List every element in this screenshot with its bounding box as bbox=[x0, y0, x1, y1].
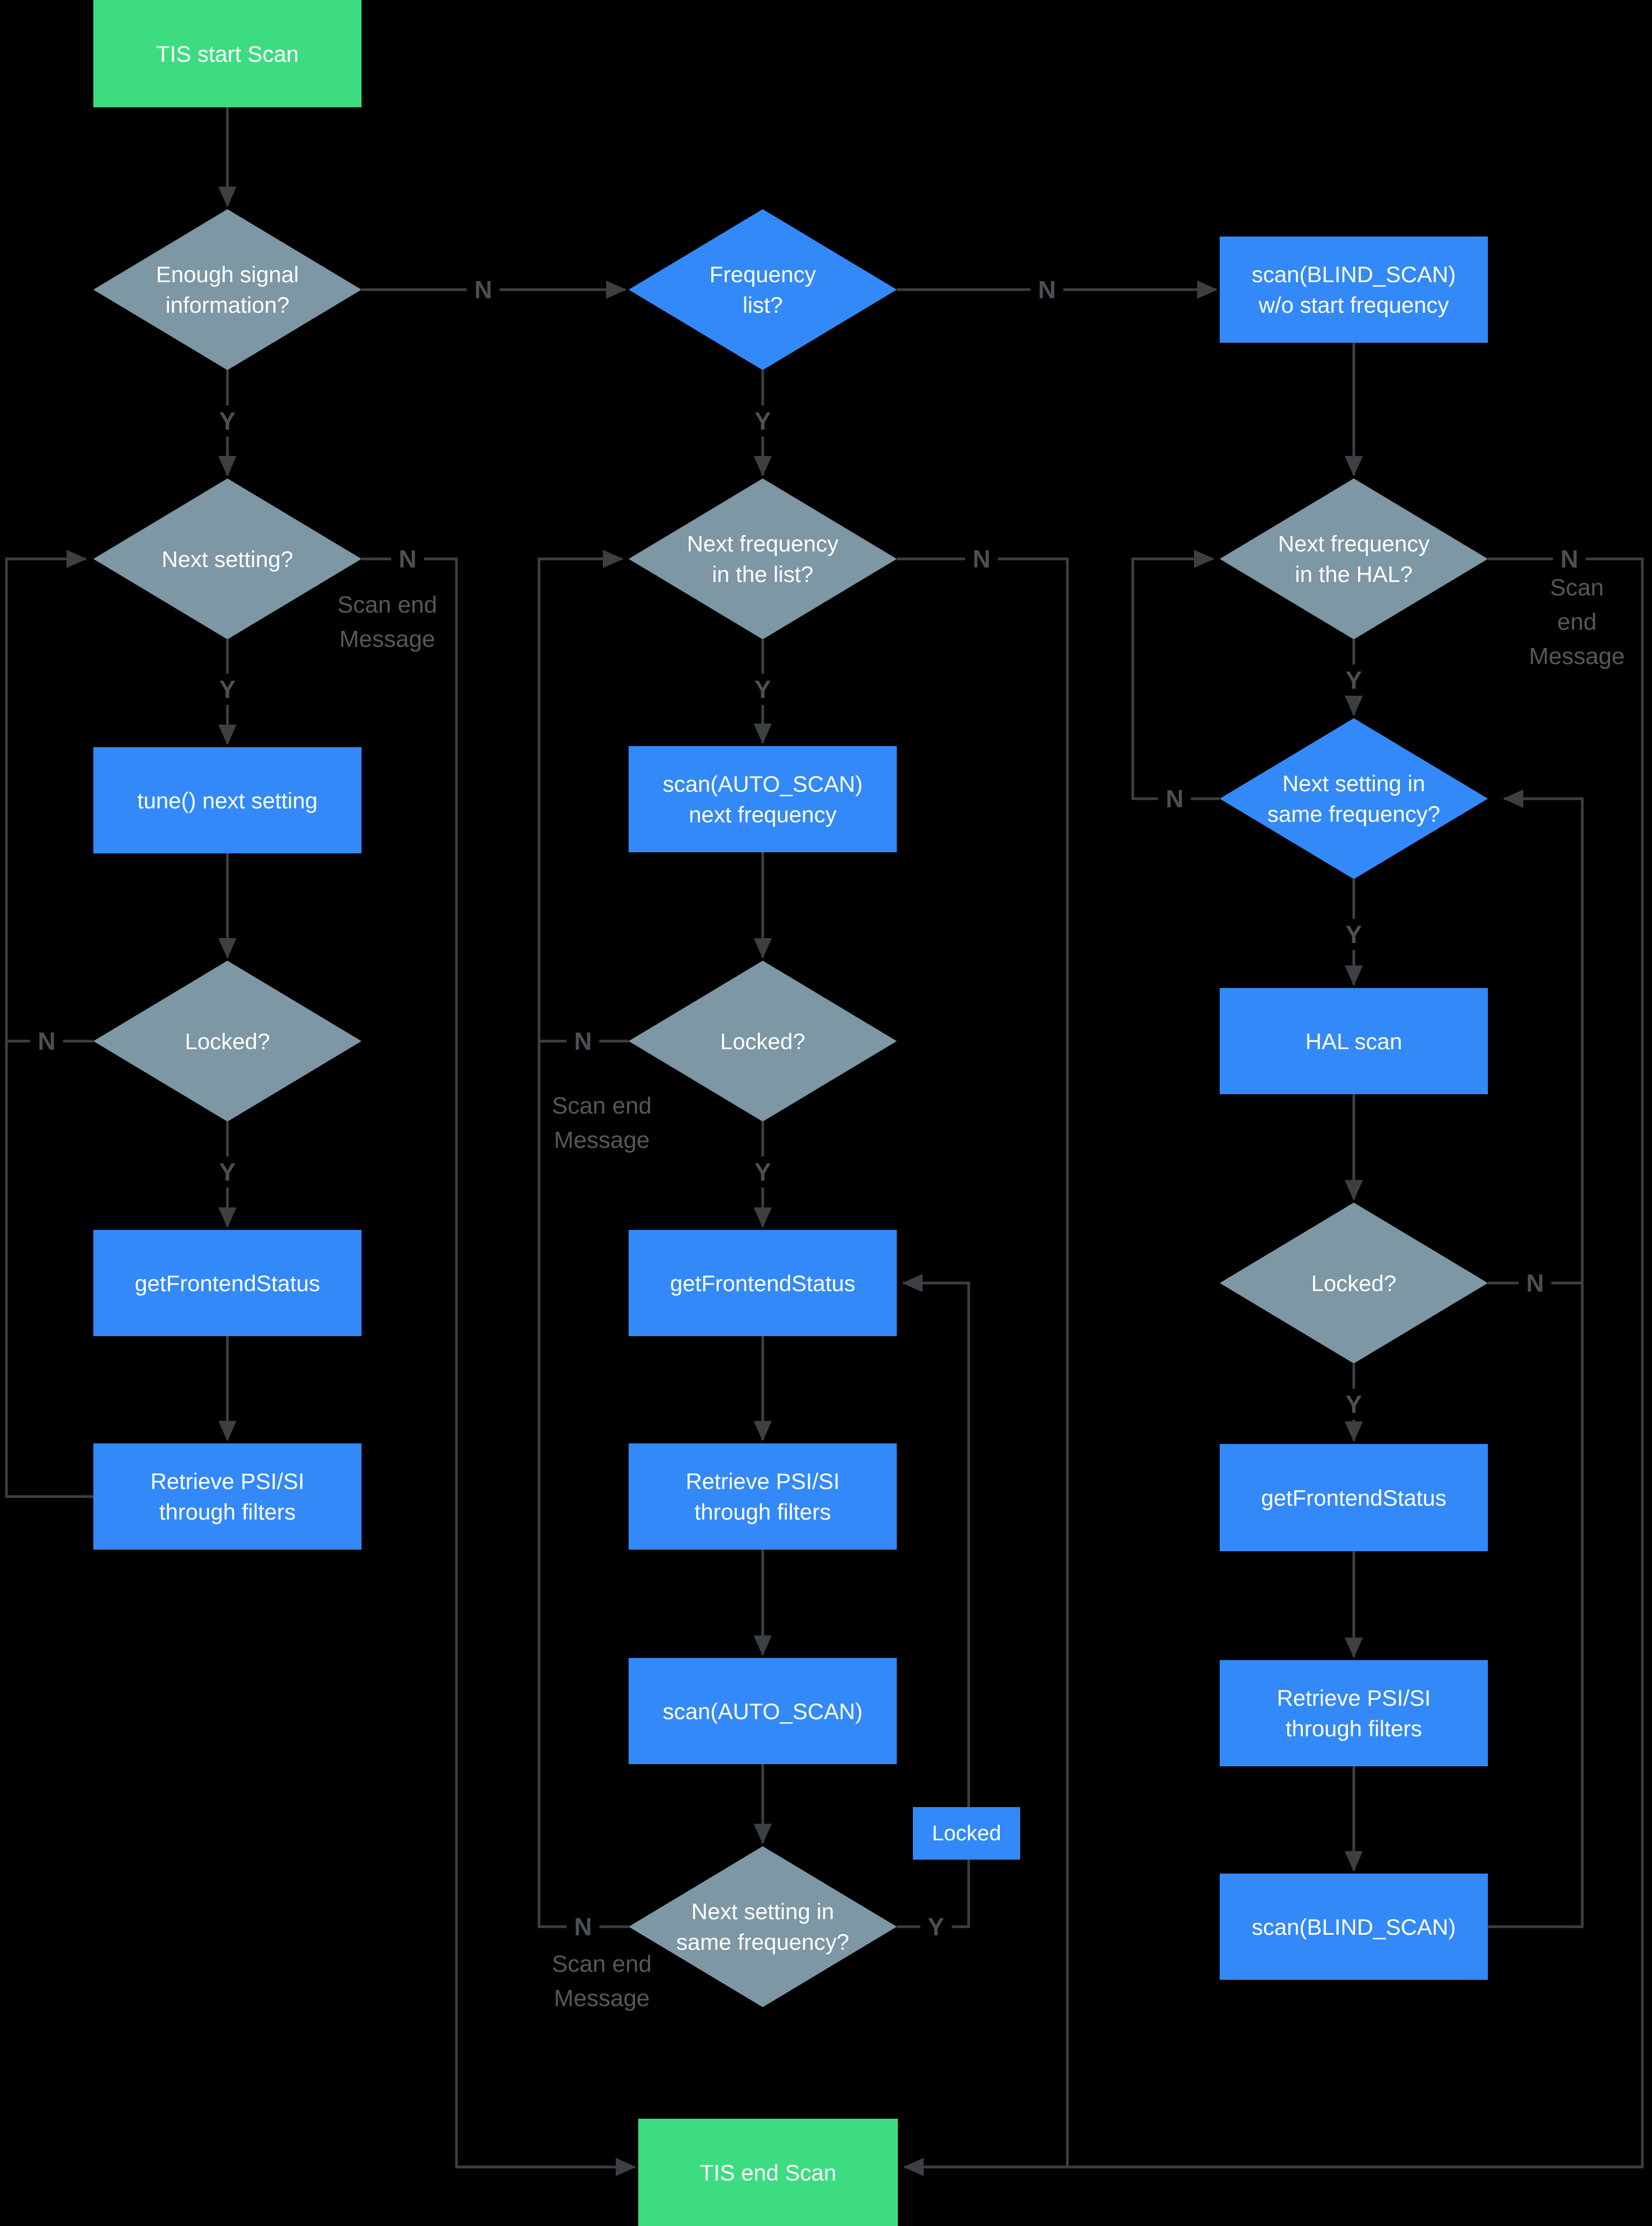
label-yes: Y bbox=[211, 406, 244, 437]
hal-scan-process: HAL scan bbox=[1220, 988, 1488, 1094]
retrieve-psi-si2-process: Retrieve PSI/SI through filters bbox=[629, 1443, 897, 1550]
label-yes: Y bbox=[747, 1156, 779, 1188]
label-no: N bbox=[467, 274, 500, 305]
edge-retrieve1-loop-to-next-setting bbox=[5, 550, 93, 1498]
retrieve-psi-si3-process: Retrieve PSI/SI through filters bbox=[1220, 1660, 1488, 1766]
label-no: N bbox=[1158, 783, 1191, 814]
blind-scan-wo-start-process: scan(BLIND_SCAN) w/o start frequency bbox=[1220, 237, 1488, 343]
get-frontend-status3-process: getFrontendStatus bbox=[1220, 1444, 1488, 1551]
get-frontend-status1-process: getFrontendStatus bbox=[93, 1230, 362, 1336]
label-no: N bbox=[1518, 1267, 1552, 1299]
scan-end-message-label: Scan end Message bbox=[1524, 571, 1629, 674]
tune-next-setting-process: tune() next setting bbox=[93, 747, 362, 853]
label-yes: Y bbox=[211, 674, 244, 705]
label-no: N bbox=[1553, 543, 1586, 574]
label-no: N bbox=[566, 1026, 600, 1057]
label-no: N bbox=[965, 543, 998, 574]
locked-tag: Locked bbox=[913, 1807, 1020, 1860]
scan-end-message-label: Scan end Message bbox=[548, 1947, 656, 2016]
label-no: N bbox=[391, 543, 424, 574]
label-yes: Y bbox=[920, 1911, 952, 1942]
label-no: N bbox=[30, 1026, 63, 1057]
scan-end-message-label: Scan end Message bbox=[333, 588, 441, 657]
label-yes: Y bbox=[747, 406, 779, 437]
edge-same-frequency3-no-loop-to-next-frequency-hal bbox=[1131, 550, 1220, 800]
edge-blind-scan-loop-to-same-frequency3 bbox=[1488, 790, 1584, 1928]
start-node: TIS start Scan bbox=[93, 0, 362, 107]
scan-auto-next-frequency-process: scan(AUTO_SCAN) next frequency bbox=[629, 746, 897, 852]
label-yes: Y bbox=[747, 674, 779, 705]
retrieve-psi-si1-process: Retrieve PSI/SI through filters bbox=[93, 1443, 362, 1550]
label-no: N bbox=[566, 1911, 600, 1942]
end-node: TIS end Scan bbox=[638, 2119, 898, 2226]
get-frontend-status2-process: getFrontendStatus bbox=[629, 1230, 897, 1336]
label-no: N bbox=[1030, 274, 1064, 305]
scan-end-message-label: Scan end Message bbox=[548, 1089, 656, 1158]
label-yes: Y bbox=[1338, 919, 1370, 950]
edge-next-frequency-list-no-to-end bbox=[897, 557, 1069, 2166]
scan-auto-process: scan(AUTO_SCAN) bbox=[629, 1658, 897, 1764]
label-yes: Y bbox=[1338, 665, 1370, 696]
label-yes: Y bbox=[211, 1156, 244, 1188]
blind-scan-process: scan(BLIND_SCAN) bbox=[1220, 1874, 1488, 1980]
label-yes: Y bbox=[1338, 1389, 1370, 1420]
edge-same-frequency2-no-loop-to-next-frequency-list bbox=[537, 550, 629, 1928]
